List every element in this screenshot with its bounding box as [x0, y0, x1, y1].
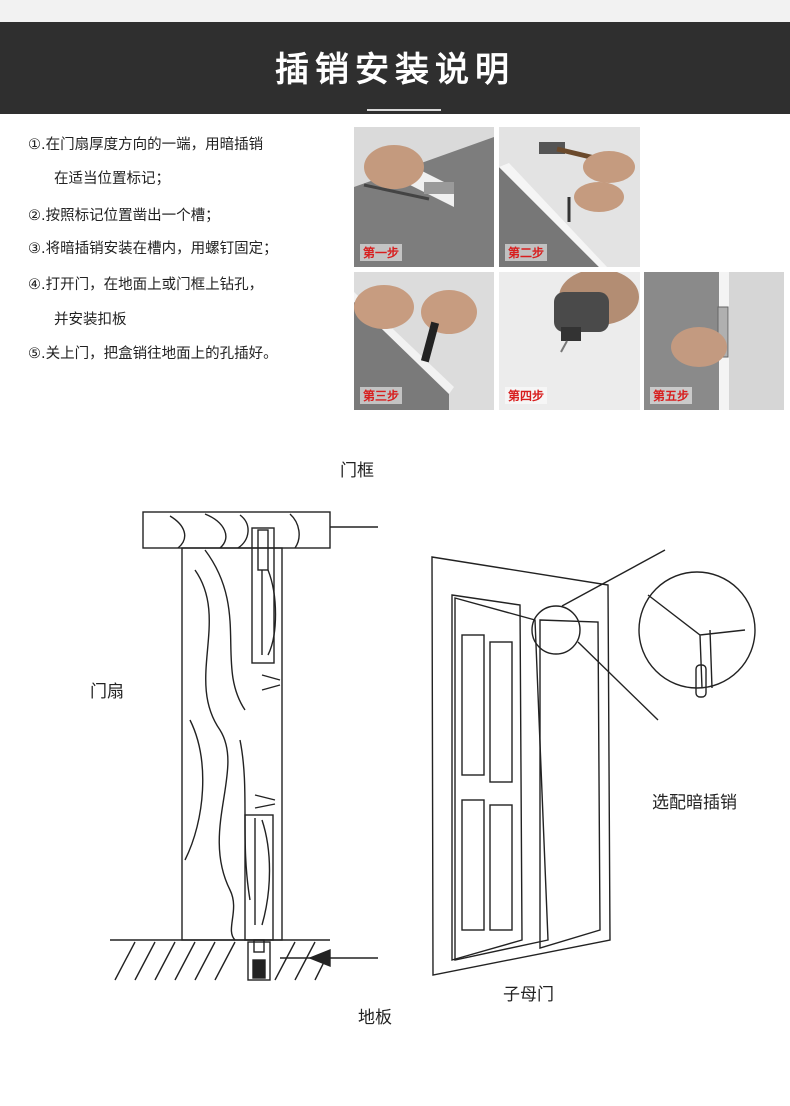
- door-wood-grain: [184, 549, 251, 941]
- door-panel-3: [461, 799, 485, 931]
- door-panel-4: [489, 804, 513, 931]
- bottom-screw: [254, 794, 276, 809]
- photo-4-tag: 第四步: [505, 387, 548, 404]
- step-photo-3: 第三步: [354, 272, 494, 410]
- hammer-chisel-photo-icon: [499, 127, 640, 267]
- door-panel-2: [489, 641, 513, 783]
- double-door-opening-edge: [454, 597, 549, 961]
- bottom-bolt-body: [254, 818, 271, 926]
- zoom-line-top: [561, 549, 666, 607]
- top-bolt-pin: [257, 529, 269, 571]
- title-underline: [367, 109, 441, 111]
- top-bolt-body: [261, 569, 277, 656]
- door-panel-1: [461, 634, 485, 776]
- screwdriver-photo-icon: [354, 272, 494, 410]
- floor-socket: [247, 941, 271, 981]
- double-door-label: 子母门: [503, 985, 554, 1005]
- bolt-location-circle: [531, 605, 581, 655]
- title-banner: 插销安装说明: [0, 22, 790, 114]
- photo-5-tag: 第五步: [650, 387, 693, 404]
- door-leaf-label: 门扇: [90, 682, 124, 702]
- photo-2-tag: 第二步: [505, 244, 548, 261]
- floor-socket-hole: [252, 959, 266, 979]
- step-photo-5: 第五步: [644, 272, 784, 410]
- installation-diagram: [110, 511, 756, 981]
- step-photo-4: 第四步: [499, 272, 640, 410]
- step-4-line-2: 并安装扣板: [54, 312, 127, 328]
- photo-1-tag: 第一步: [360, 244, 403, 261]
- zoom-bolt: [695, 664, 707, 698]
- top-strip: [0, 0, 790, 22]
- optional-bolt-label: 选配暗插销: [652, 793, 737, 813]
- frame-wood-grain: [169, 513, 300, 549]
- zoom-callout-circle: [638, 571, 756, 689]
- double-door-small-leaf: [539, 619, 601, 949]
- double-door-large-leaf: [451, 594, 523, 961]
- step-photo-2: 第二步: [499, 127, 640, 267]
- drill-photo-icon: [499, 272, 640, 410]
- zoom-line-bottom: [577, 641, 659, 721]
- step-4-line-1: ④.打开门，在地面上或门框上钻孔，: [28, 277, 264, 293]
- step-photo-1: 第一步: [354, 127, 494, 267]
- floor-label: 地板: [358, 1008, 392, 1028]
- door-leaf: [181, 547, 283, 941]
- page-title: 插销安装说明: [275, 50, 515, 90]
- step-3: ③.将暗插销安装在槽内，用螺钉固定；: [28, 241, 278, 257]
- floor-arrow: [308, 948, 331, 968]
- photo-3-tag: 第三步: [360, 387, 403, 404]
- step-1-line-2: 在适当位置标记；: [54, 171, 170, 187]
- zoom-door-edge: [647, 594, 746, 689]
- door-frame-label: 门框: [340, 461, 374, 481]
- double-door-frame: [431, 556, 611, 976]
- marking-pencil-photo-icon: [354, 127, 494, 267]
- step-1-line-1: ①.在门扇厚度方向的一端，用暗插销: [28, 137, 264, 153]
- top-screw: [261, 674, 281, 691]
- step-2: ②.按照标记位置凿出一个槽；: [28, 208, 220, 224]
- step-5: ⑤.关上门，把盒销往地面上的孔插好。: [28, 346, 278, 362]
- floor-hatching: [114, 941, 331, 981]
